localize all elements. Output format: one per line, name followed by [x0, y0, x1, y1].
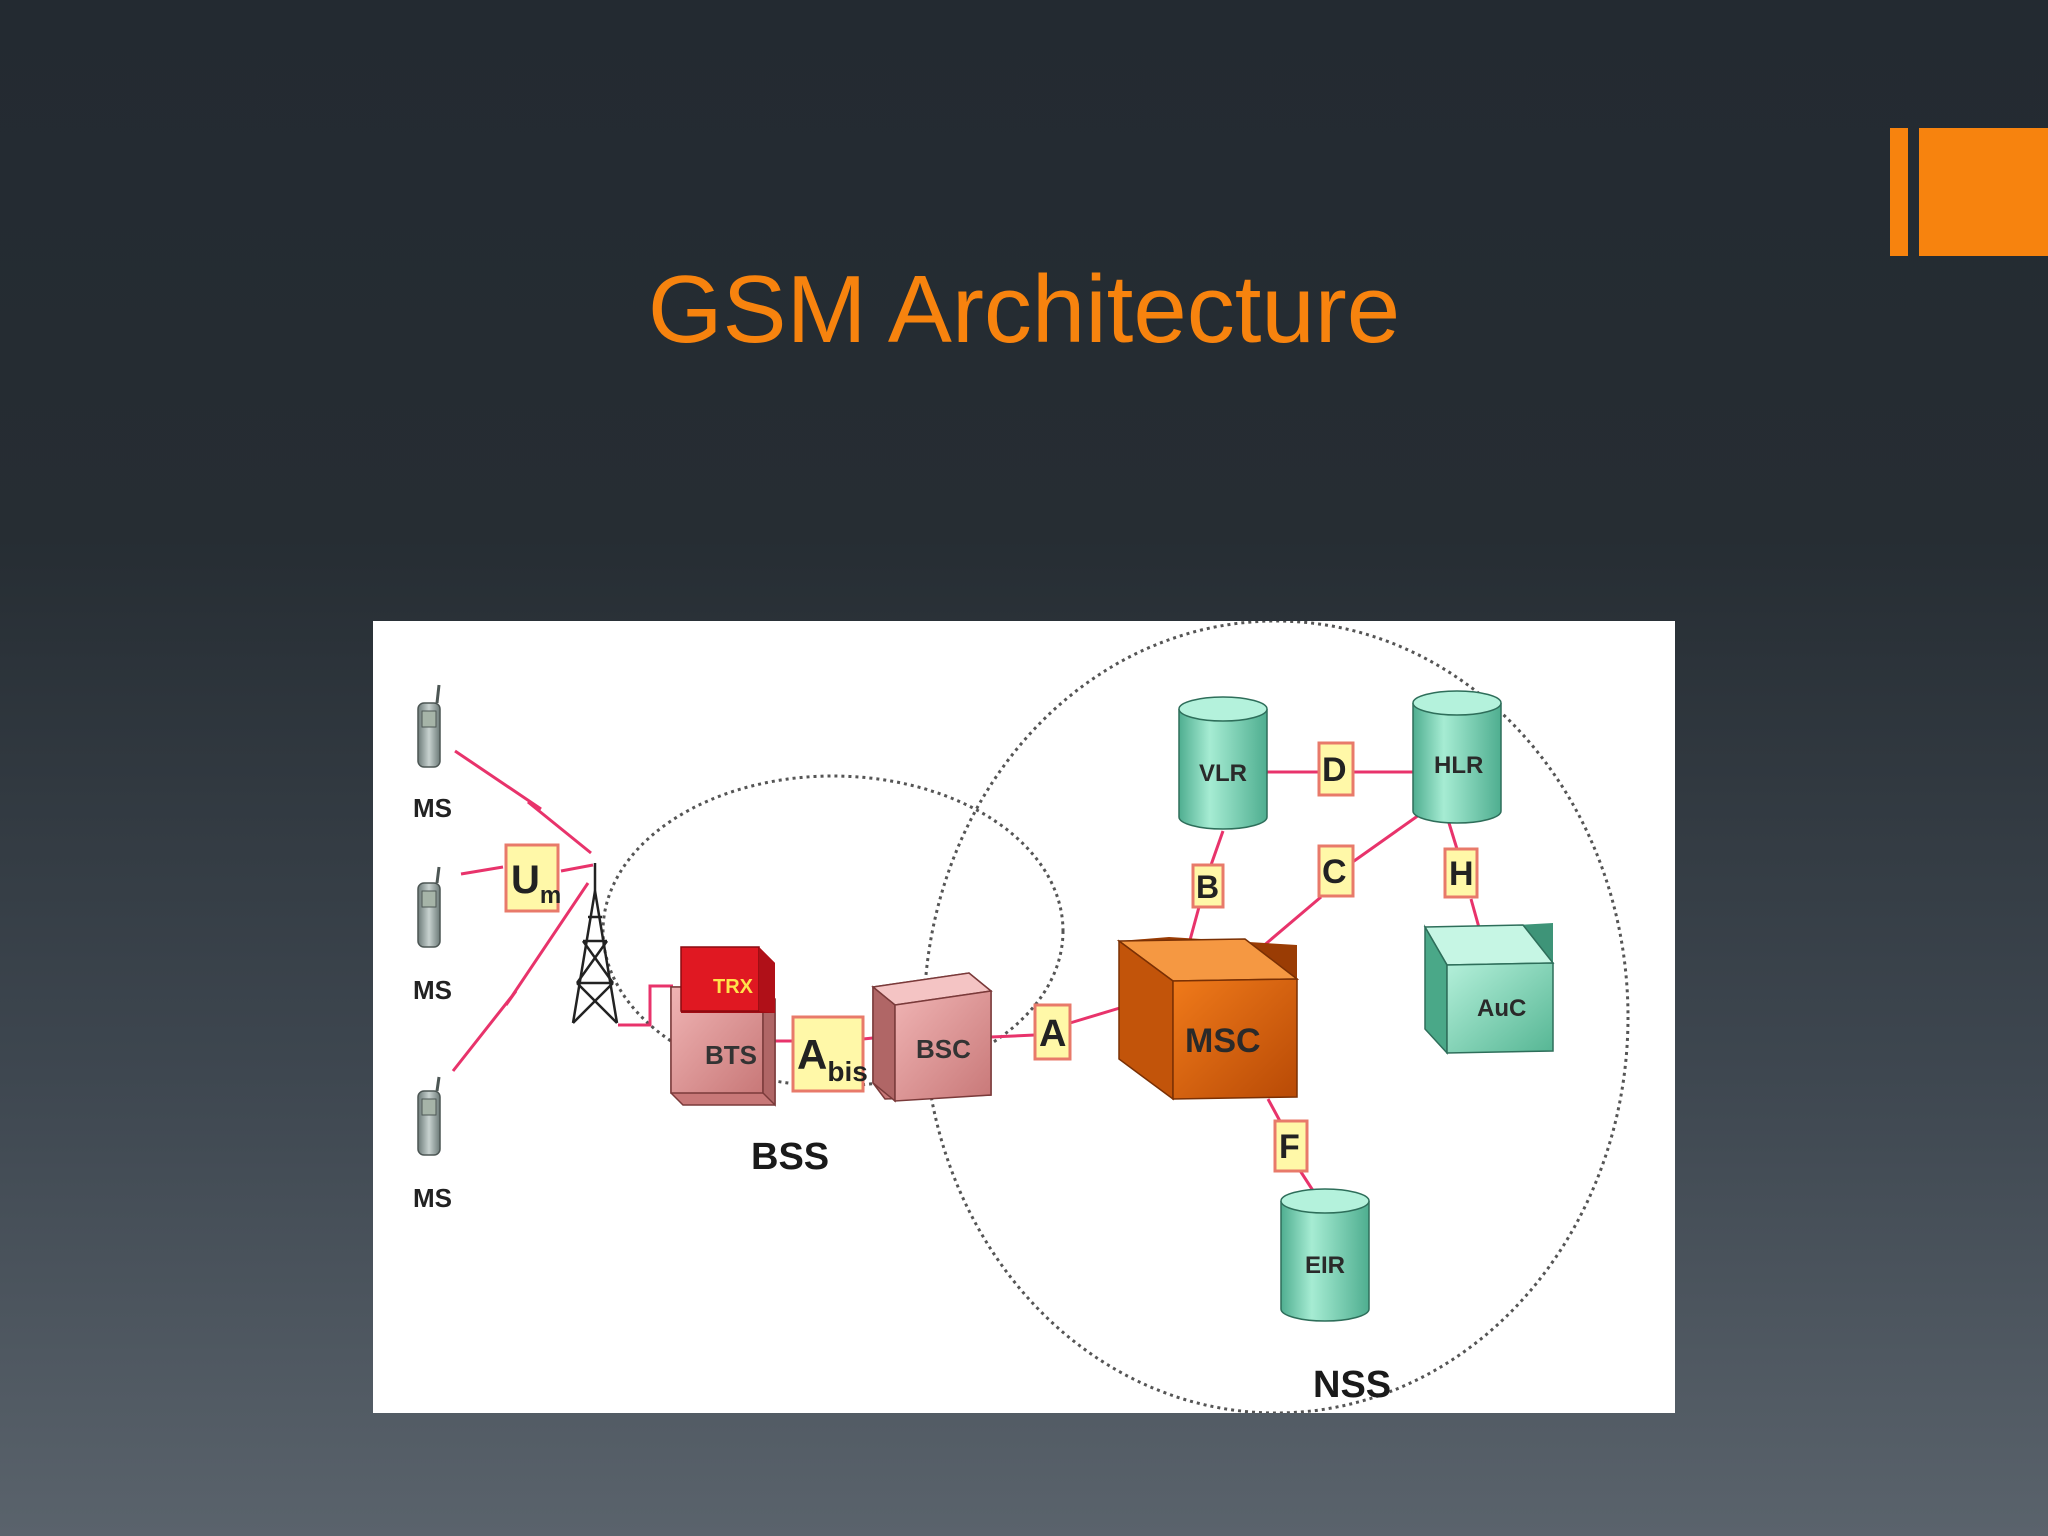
- msc-label: MSC: [1185, 1022, 1261, 1060]
- gsm-architecture-diagram: MS MS MS BTS: [373, 621, 1675, 1413]
- nss-group-label: NSS: [1313, 1364, 1391, 1406]
- phone-icon: [417, 684, 441, 768]
- um-sub-label: m: [540, 882, 561, 909]
- trx-node: TRX: [680, 946, 775, 1013]
- eir-node: EIR: [1280, 1188, 1370, 1322]
- interface-um: Um: [504, 843, 561, 913]
- interface-abis: Abis: [791, 1015, 868, 1093]
- um-to-antenna-link: [560, 863, 594, 873]
- bts-node: BTS: [670, 985, 776, 1107]
- phone-icon: [417, 1076, 441, 1156]
- bsc-node: BSC: [871, 972, 993, 1103]
- interface-b: B: [1191, 863, 1225, 909]
- vlr-b-link: [1209, 830, 1225, 866]
- abis-main-label: A: [797, 1031, 827, 1078]
- phone-icon: [417, 866, 441, 948]
- bts-label: BTS: [705, 1040, 757, 1070]
- vlr-label: VLR: [1199, 760, 1247, 787]
- bss-group-label: BSS: [751, 1136, 829, 1178]
- h-label: H: [1449, 855, 1474, 893]
- bss-boundary: [601, 774, 1065, 1088]
- antenna-bts-link: [618, 984, 673, 1027]
- hlr-node: HLR: [1412, 690, 1502, 824]
- ms-label: MS: [413, 793, 452, 823]
- auc-node: AuC: [1423, 923, 1555, 1055]
- ms3-radio-link: [451, 882, 590, 1072]
- svg-text:Abis: Abis: [797, 1031, 868, 1087]
- auc-label: AuC: [1477, 995, 1526, 1022]
- vlr-node: VLR: [1178, 696, 1268, 830]
- mobile-station-2: MS: [413, 866, 452, 1005]
- abis-sub-label: bis: [827, 1056, 867, 1087]
- f-label: F: [1279, 1128, 1300, 1166]
- accent-bar: [1890, 128, 1908, 256]
- interface-a: A: [1033, 1003, 1072, 1061]
- eir-label: EIR: [1305, 1252, 1345, 1279]
- mobile-station-3: MS: [413, 1076, 452, 1213]
- slide-title: GSM Architecture: [647, 256, 1401, 363]
- c-label: C: [1322, 853, 1347, 891]
- ms1-radio-link: [454, 749, 592, 855]
- trx-label: TRX: [713, 976, 754, 998]
- ms-label: MS: [413, 975, 452, 1005]
- d-label: D: [1322, 751, 1347, 789]
- mobile-station-1: MS: [413, 684, 452, 823]
- a-label: A: [1039, 1013, 1066, 1055]
- hlr-label: HLR: [1434, 752, 1483, 779]
- bsc-label: BSC: [916, 1034, 971, 1064]
- msc-f-link: [1266, 1098, 1283, 1124]
- bsc-a-link: [990, 1033, 1036, 1039]
- accent-block: [1919, 128, 2048, 256]
- interface-f: F: [1273, 1119, 1309, 1173]
- svg-text:Um: Um: [511, 858, 561, 909]
- b-label: B: [1196, 869, 1219, 905]
- c-hlr-link: [1346, 813, 1420, 868]
- hlr-h-link: [1447, 822, 1459, 850]
- interface-h: H: [1443, 847, 1479, 899]
- ms2-radio-link: [460, 865, 504, 876]
- antenna-tower-icon: [571, 863, 619, 1024]
- interface-c: C: [1317, 844, 1355, 898]
- interface-d: D: [1317, 741, 1355, 797]
- nss-boundary: [922, 621, 1630, 1413]
- ms-label: MS: [413, 1183, 452, 1213]
- um-main-label: U: [511, 858, 540, 902]
- msc-node: MSC: [1116, 937, 1300, 1101]
